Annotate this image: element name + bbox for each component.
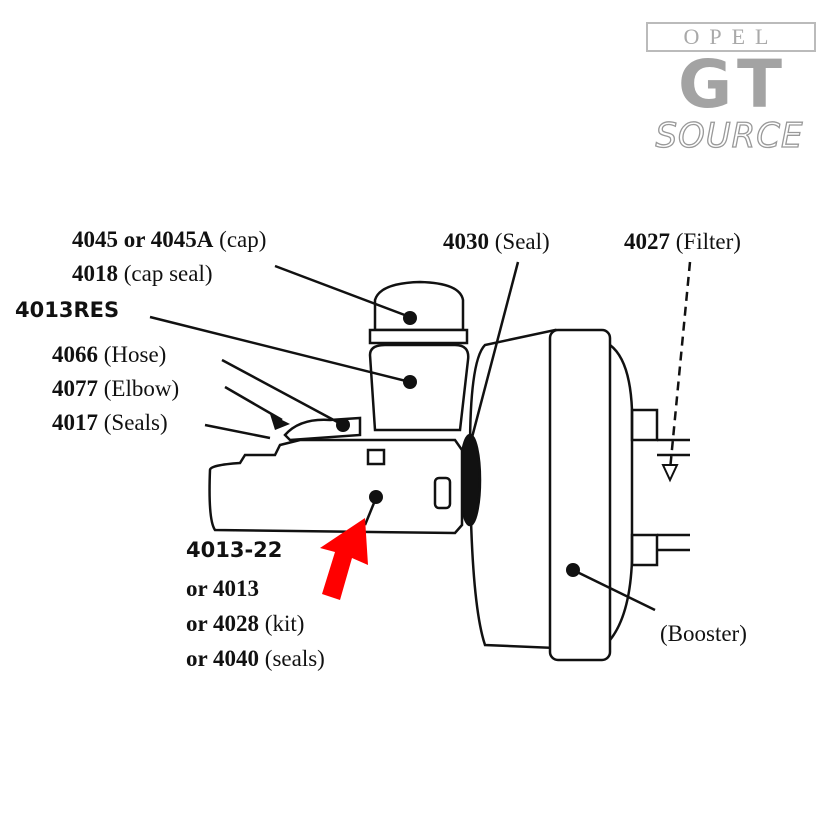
label-alt-4028: or 4028 (kit) xyxy=(186,611,305,636)
booster xyxy=(468,328,690,662)
label-alt-4013: or 4013 xyxy=(186,576,260,601)
label-booster: (Booster) xyxy=(660,621,747,646)
label-filter: 4027 (Filter) xyxy=(624,229,741,254)
label-reservoir: 4013RES xyxy=(15,298,120,322)
label-elbow: 4077 (Elbow) xyxy=(52,376,180,401)
cap xyxy=(368,280,469,345)
red-arrow xyxy=(320,518,368,600)
label-hose: 4066 (Hose) xyxy=(52,342,167,367)
label-master-cylinder: 4013-22 xyxy=(186,538,283,562)
label-seal: 4030 (Seal) xyxy=(443,229,550,254)
logo-opel: OPEL xyxy=(646,22,816,52)
label-seals: 4017 (Seals) xyxy=(52,410,168,435)
master-cylinder xyxy=(208,438,464,535)
logo-gt: GT xyxy=(677,46,789,123)
reservoir xyxy=(368,343,470,432)
label-alt-4040: or 4040 (seals) xyxy=(186,646,325,671)
logo-source: SOURCE xyxy=(655,116,804,156)
callout-dots xyxy=(270,311,679,577)
opel-gt-source-logo: OPEL GT SOURCE xyxy=(632,18,827,158)
label-cap-seal: 4018 (cap seal) xyxy=(72,261,213,286)
label-cap: 4045 or 4045A (cap) xyxy=(72,227,267,252)
